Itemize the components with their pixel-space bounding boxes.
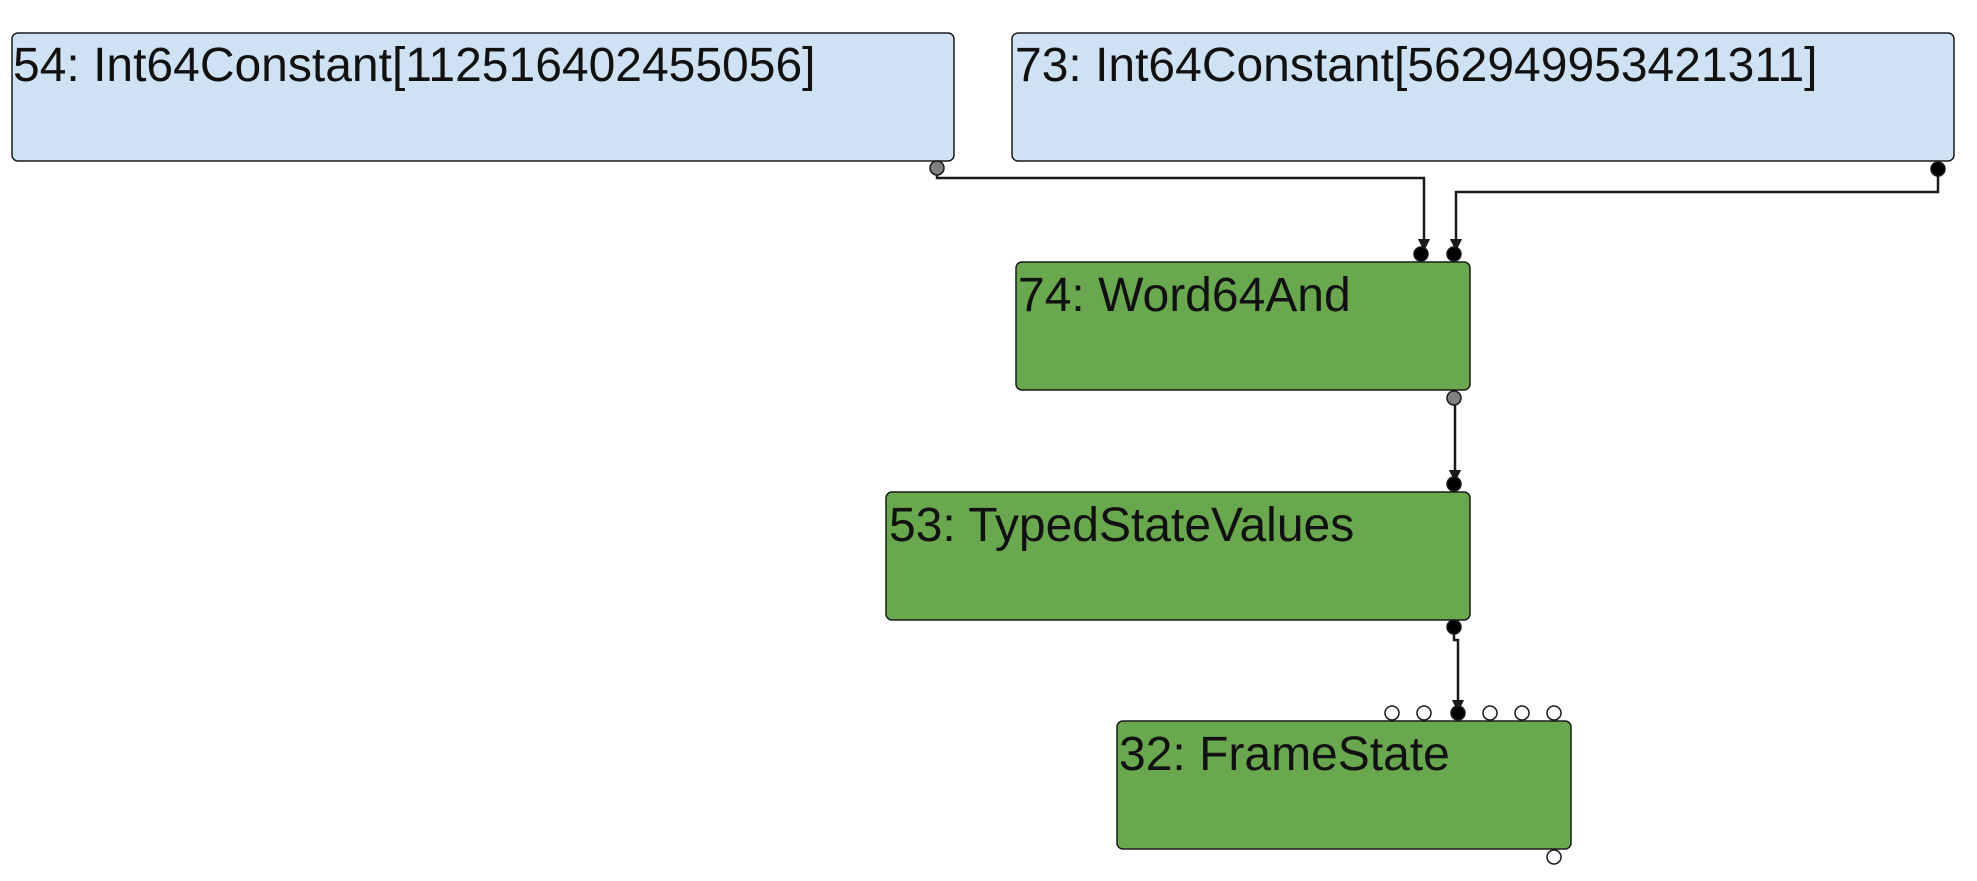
node-74-output-port[interactable] (1446, 390, 1462, 406)
node-74-box[interactable] (1015, 261, 1471, 391)
node-73-box[interactable] (1011, 32, 1955, 162)
node-32-input-port-4[interactable] (1482, 705, 1498, 721)
node-54[interactable]: 54: Int64Constant[112516402455056] (11, 32, 955, 176)
node-73-output-port[interactable] (1930, 161, 1946, 177)
node-32-input-port-6[interactable] (1546, 705, 1562, 721)
node-32[interactable]: 32: FrameState (1116, 705, 1572, 865)
edge-73-to-74[interactable] (1449, 168, 1940, 252)
node-32-input-port-1[interactable] (1384, 705, 1400, 721)
edges (935, 167, 1940, 713)
node-32-label: 32: FrameState (1119, 728, 1450, 781)
node-32-box[interactable] (1116, 720, 1572, 850)
node-53-input-port[interactable] (1446, 476, 1462, 492)
node-32-input-port-3[interactable] (1450, 705, 1466, 721)
node-74-label: 74: Word64And (1018, 269, 1351, 322)
node-54-box[interactable] (11, 32, 955, 162)
node-74[interactable]: 74: Word64And (1015, 246, 1471, 406)
edge-53-to-32[interactable] (1451, 628, 1465, 713)
node-53-label: 53: TypedStateValues (889, 499, 1354, 552)
edge-54-to-74[interactable] (935, 167, 1431, 252)
node-73-label: 73: Int64Constant[562949953421311] (1015, 39, 1817, 92)
node-74-input-port-2[interactable] (1446, 246, 1462, 262)
node-54-output-port[interactable] (929, 160, 945, 176)
node-32-input-port-2[interactable] (1416, 705, 1432, 721)
node-74-input-port-1[interactable] (1413, 246, 1429, 262)
node-32-input-port-5[interactable] (1514, 705, 1530, 721)
node-53-box[interactable] (885, 491, 1471, 621)
node-54-label: 54: Int64Constant[112516402455056] (13, 39, 815, 92)
node-73[interactable]: 73: Int64Constant[562949953421311] (1011, 32, 1955, 177)
node-53[interactable]: 53: TypedStateValues (885, 476, 1471, 635)
node-32-output-port[interactable] (1546, 849, 1562, 865)
node-53-output-port[interactable] (1446, 619, 1462, 635)
